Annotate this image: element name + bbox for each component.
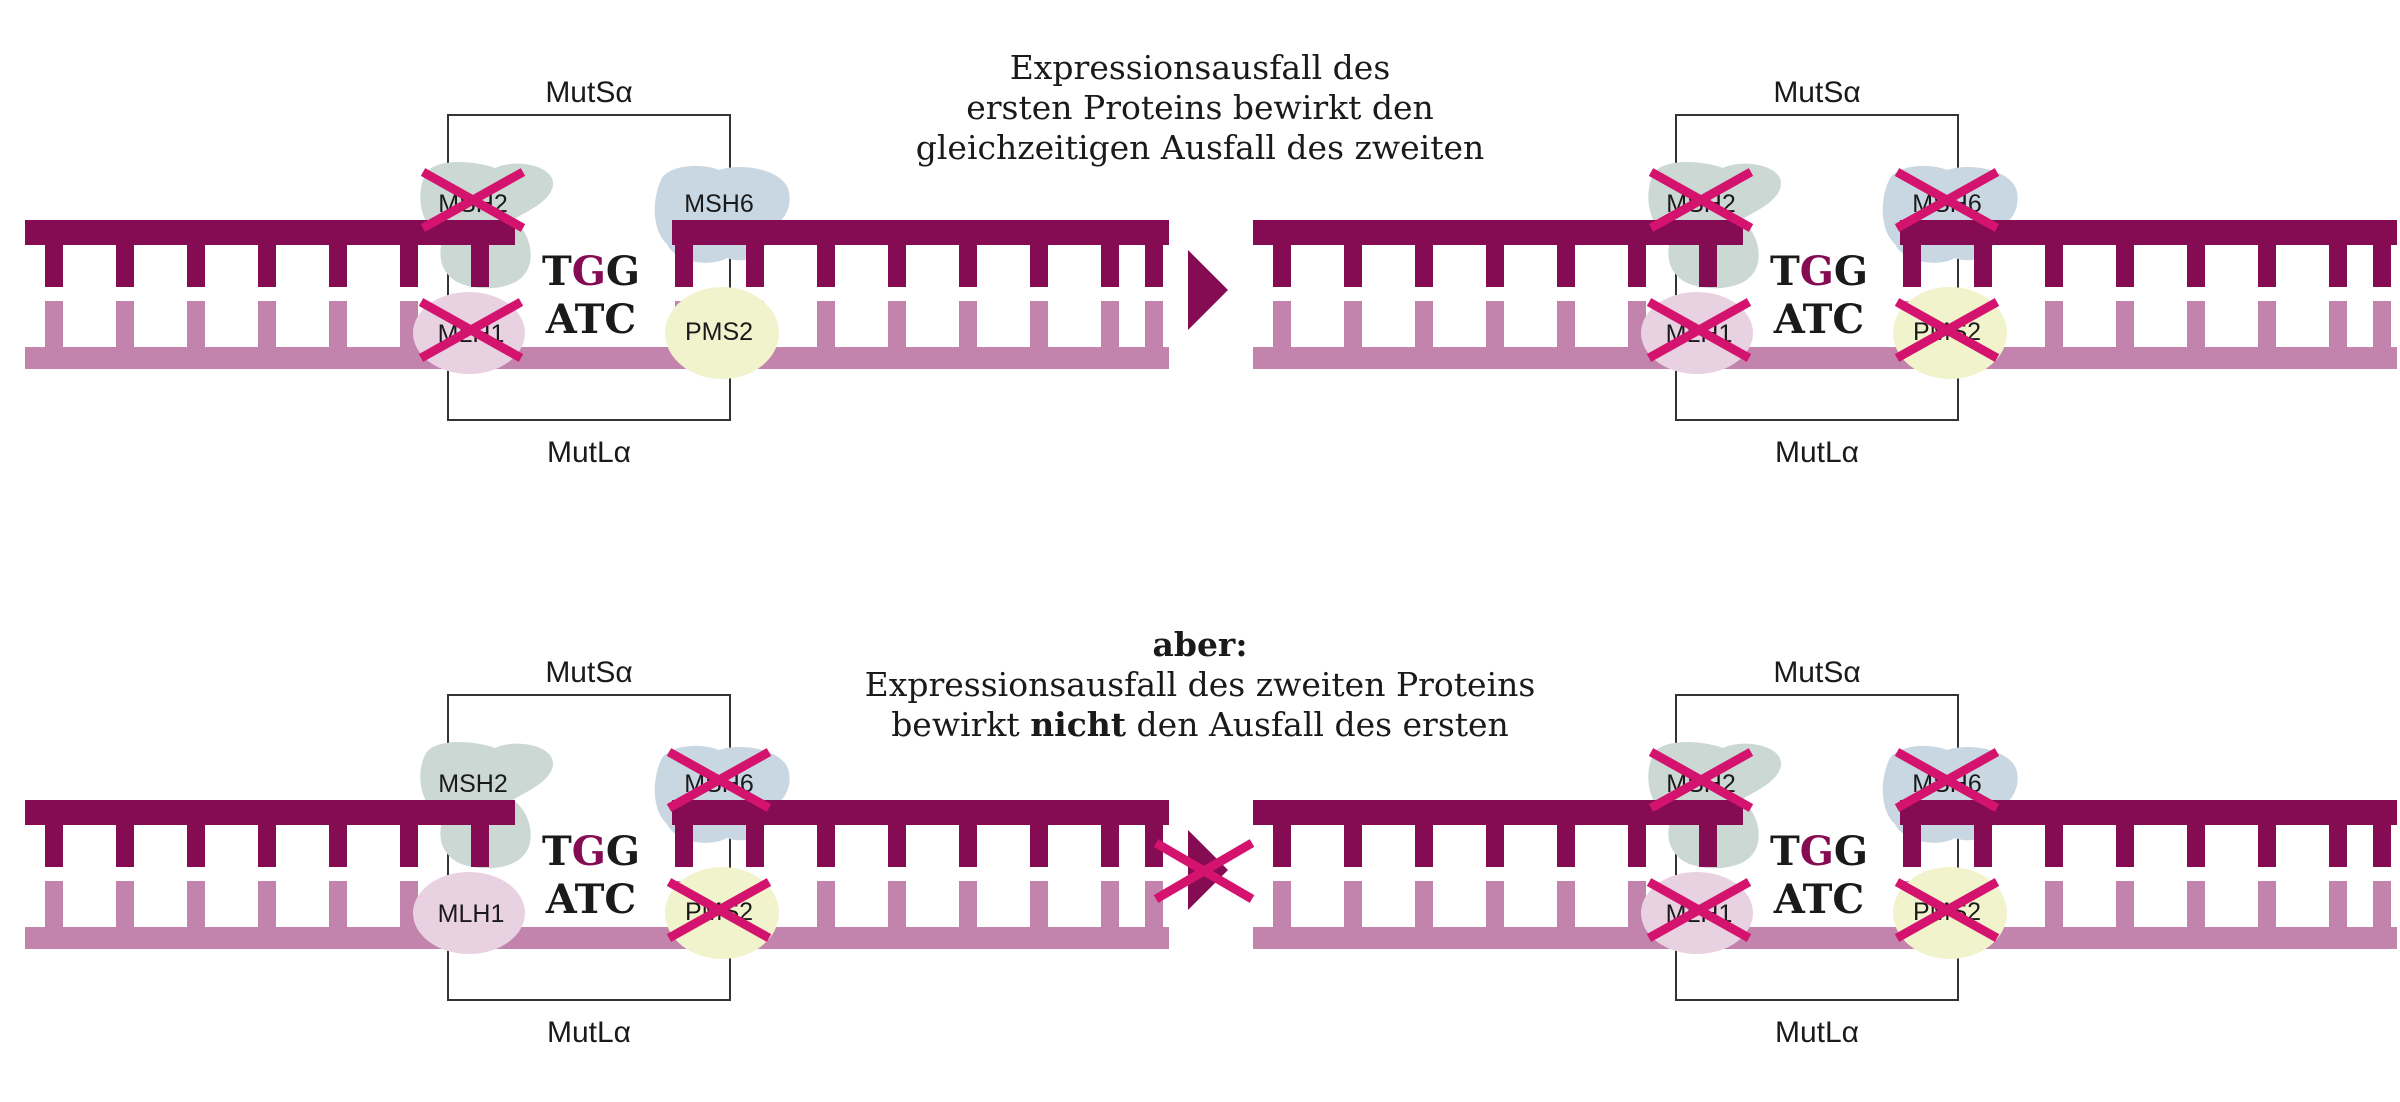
caption-top-line-2: ersten Proteins bewirkt den (966, 88, 1434, 127)
mlh1-label: MLH1 (438, 900, 505, 928)
panel-bottom-right: MutSα MutLα MSH2 MSH6 MLH1 PMS2 TGG ATC (1252, 656, 2398, 1049)
mutla-label: MutLα (1775, 1016, 1859, 1049)
mismatch-base: G (1800, 828, 1834, 875)
caption-top-line-3: gleichzeitigen Ausfall des zweiten (915, 128, 1485, 167)
mutsa-label: MutSα (545, 656, 632, 689)
msh6-label: MSH6 (684, 190, 753, 218)
caption-bottom-line-1: Expressionsausfall des zweiten Proteins (864, 665, 1536, 704)
mutla-label: MutLα (547, 436, 631, 469)
sequence-bottom: ATC (1773, 296, 1864, 343)
mutla-label: MutLα (1775, 436, 1859, 469)
arrow-right-crossed-icon (1153, 830, 1255, 910)
sequence-top: TGG (542, 828, 640, 875)
caption-emphasis: nicht (1030, 705, 1127, 744)
mutla-label: MutLα (547, 1016, 631, 1049)
mismatch-base: G (572, 828, 606, 875)
caption-top: Expressionsausfall des ersten Proteins b… (700, 48, 1700, 168)
pms2-label: PMS2 (685, 318, 753, 346)
sequence-bottom: ATC (545, 296, 636, 343)
mismatch-base: G (572, 248, 606, 295)
mutsa-label: MutSα (1773, 656, 1860, 689)
sequence-top: TGG (1770, 248, 1868, 295)
panel-top-left: MutSα MutLα MSH2 MSH6 MLH1 PMS2 TGG ATC (24, 76, 1170, 469)
panel-bottom-left: MutSα MutLα MSH2 MSH6 MLH1 PMS2 TGG ATC (24, 656, 1170, 1049)
mismatch-base: G (1800, 248, 1834, 295)
caption-top-line-1: Expressionsausfall des (1009, 48, 1391, 87)
caption-bottom: aber: Expressionsausfall des zweiten Pro… (700, 625, 1700, 745)
caption-bottom-line-2: bewirkt nicht den Ausfall des ersten (891, 705, 1509, 744)
sequence-top: TGG (1770, 828, 1868, 875)
mutsa-label: MutSα (1773, 76, 1860, 109)
arrow-right-icon (1188, 250, 1228, 330)
sequence-bottom: ATC (1773, 876, 1864, 923)
sequence-bottom: ATC (545, 876, 636, 923)
msh2-label: MSH2 (438, 770, 507, 798)
sequence-top: TGG (542, 248, 640, 295)
panel-top-right: MutSα MutLα MSH2 MSH6 MLH1 PMS2 TGG ATC (1252, 76, 2398, 469)
mutsa-label: MutSα (545, 76, 632, 109)
caption-bottom-heading: aber: (1152, 625, 1248, 664)
